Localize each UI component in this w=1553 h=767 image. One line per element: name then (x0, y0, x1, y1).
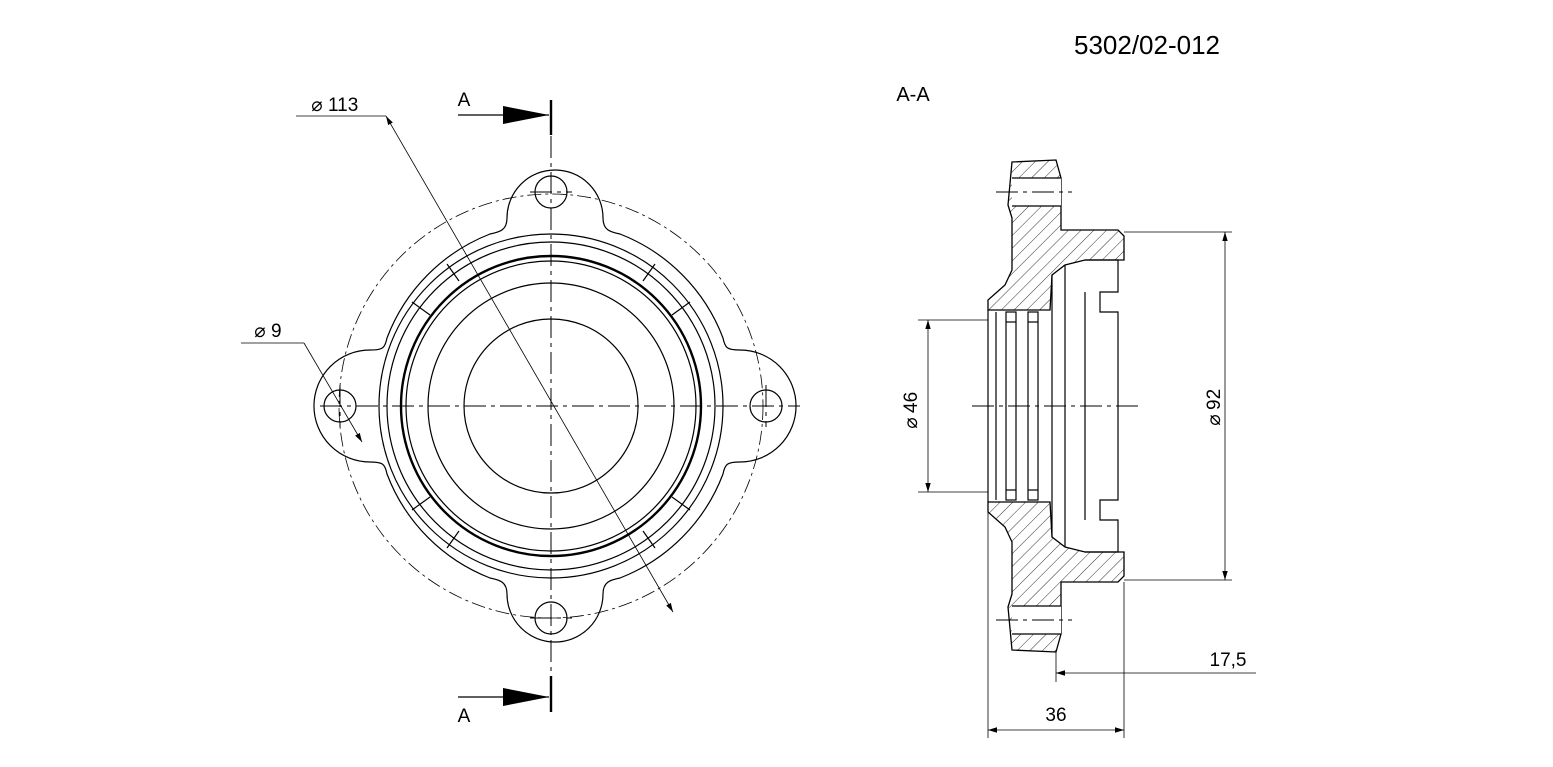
section-arrowhead-bottom (503, 688, 549, 706)
section-mark-top: A (458, 90, 471, 111)
section-view-label: A-A (896, 84, 930, 106)
dim-flange-outer: 92 (1204, 389, 1225, 410)
section-mark-bottom: A (458, 706, 471, 727)
dim-line-hole (303, 342, 363, 443)
dim-length: 36 (1045, 705, 1066, 726)
dim-bolt-circle: 113 (328, 95, 358, 116)
diameter-symbol-hole: ⌀ (254, 321, 265, 342)
section-view: ⌀ 46 ⌀ 92 17,5 36 (901, 159, 1256, 738)
diameter-symbol-bolt-circle: ⌀ (311, 95, 322, 116)
dim-bore: 46 (901, 392, 922, 413)
front-view: A A ⌀ 113 ⌀ 9 (241, 90, 800, 727)
section-arrowhead-top (503, 106, 549, 124)
dim-line-bolt-circle (385, 115, 674, 613)
dim-offset: 17,5 (1210, 650, 1247, 671)
part-number: 5302/02-012 (1074, 30, 1220, 60)
diameter-symbol-bore: ⌀ (901, 417, 922, 428)
dim-hole: 9 (271, 321, 282, 342)
diameter-symbol-flange: ⌀ (1204, 414, 1225, 425)
